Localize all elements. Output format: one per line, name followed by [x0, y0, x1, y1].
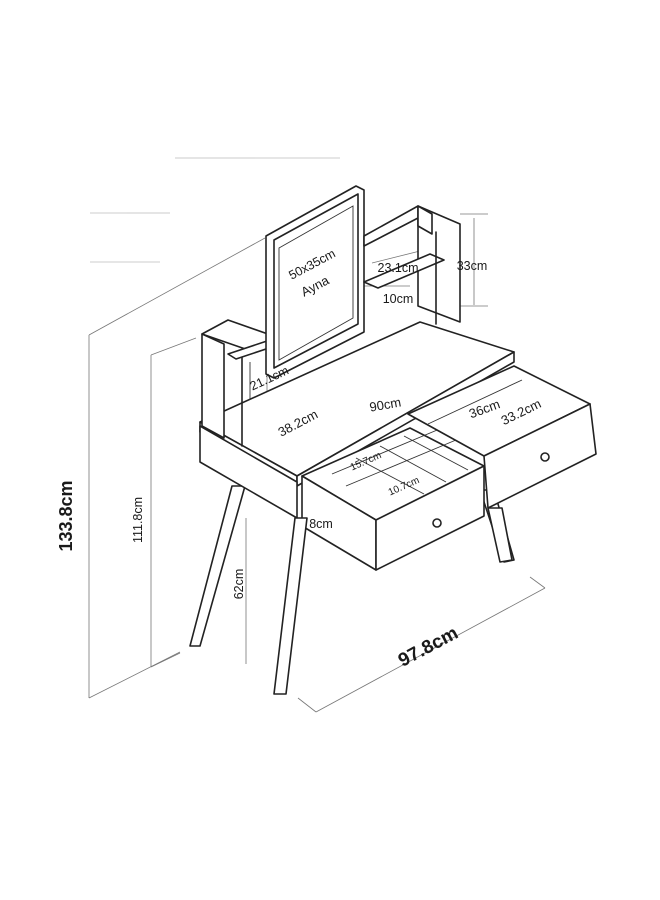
table-height-label: 111.8cm — [131, 497, 145, 543]
right-drawer — [407, 365, 597, 509]
right-shelf-unit — [363, 205, 461, 325]
front-legs — [273, 507, 513, 695]
total-height-label: 133.8cm — [56, 480, 76, 551]
total-width-label: 97.8cm — [395, 623, 462, 672]
top-width-label: 90cm — [368, 394, 402, 414]
left-drawer — [301, 427, 485, 571]
shelf-width-label: 23.1cm — [378, 261, 419, 275]
shelf-depth-label: 10cm — [383, 292, 414, 306]
drawer-height-label: 8cm — [309, 517, 333, 531]
leg-height-label: 62cm — [232, 569, 246, 600]
faint-guides — [90, 157, 340, 263]
upper-height-label: 33cm — [457, 259, 488, 273]
drawer-knob-left — [432, 518, 442, 528]
mirror — [265, 185, 365, 379]
drawer-knob-right — [540, 452, 550, 462]
